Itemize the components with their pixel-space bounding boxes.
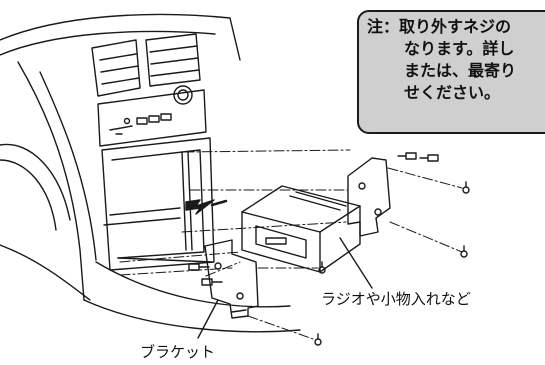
removal-arrow [185, 199, 215, 215]
note-text: 注：取り外すネジの なります。詳し または、最寄り せください。 [367, 16, 545, 104]
radio-leader-line [339, 237, 373, 289]
note-line-2: なります。詳し [404, 39, 515, 58]
screws [188, 152, 470, 346]
bracket-right [347, 157, 391, 237]
radio-unit [241, 185, 361, 273]
note-line-3: または、最寄り [404, 61, 517, 80]
dashboard [0, 13, 301, 333]
radio-callout-label: ラジオや小物入れなど [321, 290, 471, 308]
bracket-leader-line [197, 299, 219, 339]
note-line-4: せください。 [404, 83, 501, 102]
note-box [357, 10, 545, 134]
alignment-lines [119, 149, 463, 341]
note-line-1: 注：取り外すネジの [367, 17, 512, 36]
bracket-callout-label: ブラケット [140, 343, 216, 361]
